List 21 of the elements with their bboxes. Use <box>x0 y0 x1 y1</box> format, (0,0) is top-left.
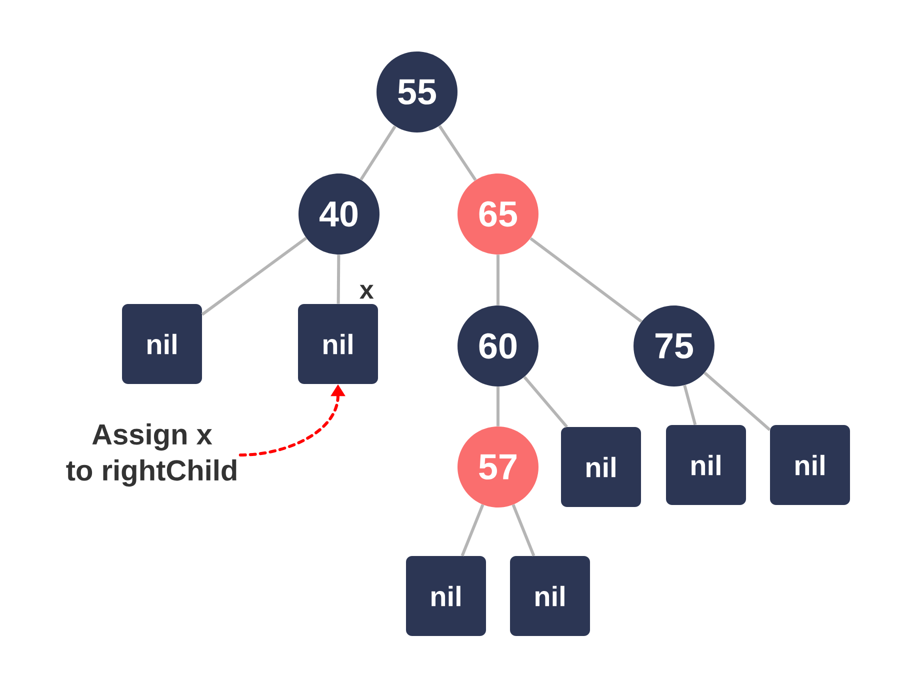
nil-leaf-box: nil <box>298 304 378 384</box>
nil-leaf-box: nil <box>406 556 486 636</box>
tree-edge <box>704 372 771 431</box>
tree-edge <box>512 504 536 556</box>
tree-edge <box>336 254 340 304</box>
nil-leaf-box: nil <box>510 556 590 636</box>
annotation-text: Assign x to rightChild <box>66 423 236 487</box>
tree-edge <box>523 376 568 428</box>
tree-edge <box>530 237 642 323</box>
tree-edge <box>438 125 477 181</box>
tree-edge <box>683 384 697 426</box>
tree-edge <box>460 504 484 556</box>
tree-edge <box>496 254 500 306</box>
node-caption: x <box>360 284 374 299</box>
tree-edge <box>201 236 308 316</box>
nil-leaf-box: nil <box>770 424 850 505</box>
tree-edge <box>496 386 500 426</box>
nil-leaf-box: nil <box>666 424 746 505</box>
nil-leaf-box: nil <box>561 426 641 507</box>
tree-edge <box>360 125 396 180</box>
nil-leaf-box: nil <box>122 304 202 384</box>
